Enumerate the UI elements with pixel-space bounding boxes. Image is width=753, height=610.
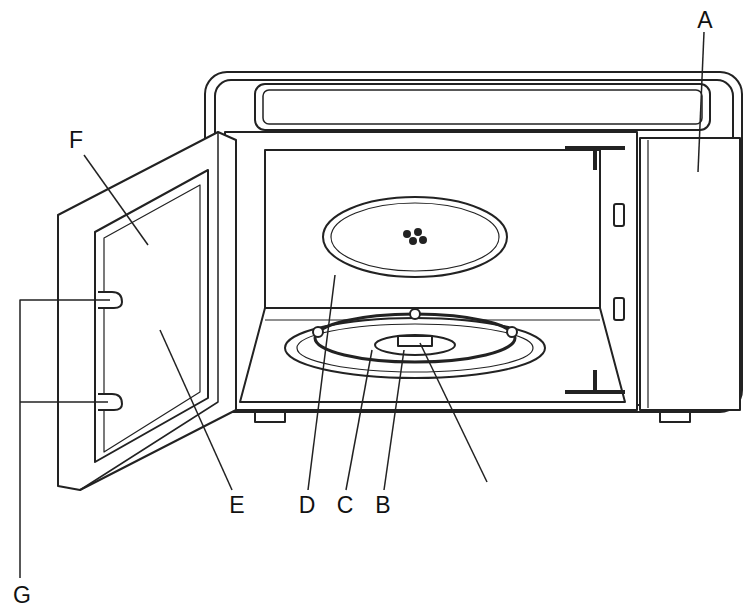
part-letter: C [337,494,354,517]
part-letter: A [697,9,712,32]
part-letter: E [229,494,244,517]
part-letter: G [13,584,31,607]
part-letter: D [299,494,316,517]
part-letter: F [69,129,83,152]
part-letter: B [375,494,390,517]
